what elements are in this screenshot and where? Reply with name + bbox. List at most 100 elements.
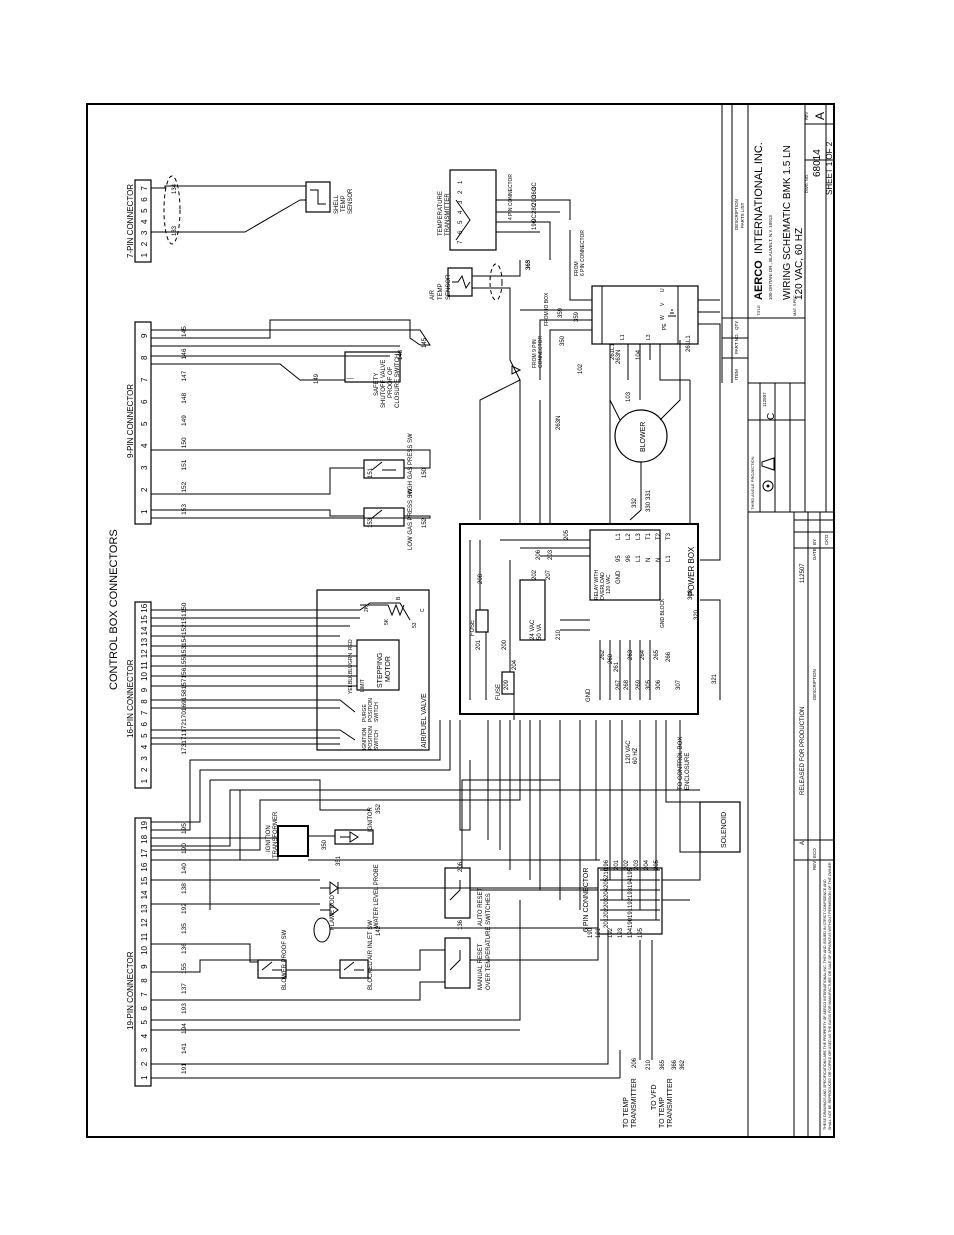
- misc-wire-1: 359: [558, 307, 564, 318]
- c9-pin-7: 7: [140, 377, 149, 382]
- connector-9-pin: [134, 321, 152, 525]
- power-box-term-5: T3: [666, 532, 672, 540]
- afv-terminal-5k: 5K: [384, 618, 390, 625]
- misc-wire-24: 210: [556, 629, 562, 640]
- misc-wire-42: 351: [336, 855, 342, 866]
- projection-symbol-cone: [761, 457, 775, 471]
- misc-wire-53: 196: [604, 859, 610, 870]
- connector-16-pin: [134, 601, 152, 789]
- misc-wire-26: 261: [614, 661, 620, 672]
- misc-wire-49: 192: [608, 927, 614, 938]
- power-box-term-6: 95: [616, 555, 622, 562]
- low-gas-terminal-153: 153: [368, 517, 374, 528]
- six-pin-left-193: 193: [628, 887, 634, 898]
- w16-wire-8: 155: [181, 656, 188, 667]
- vfd-l3: L3: [646, 334, 652, 340]
- misc-wire-10: 261L1: [686, 335, 692, 352]
- low-gas-press-switch: [363, 507, 405, 527]
- power-box-term-7: 96: [626, 555, 632, 562]
- transmitter-wire-5: 3C: [532, 182, 538, 190]
- misc-wire-31: 266: [666, 651, 672, 662]
- c7-pin-6: 6: [140, 197, 149, 202]
- fuse-lower: [501, 671, 515, 695]
- c19-pin-12: 12: [140, 918, 149, 927]
- dwg-no-label: DWG. NO.: [804, 174, 809, 193]
- afv-red: RED: [348, 639, 354, 650]
- safety-label-3: PROOF OF: [388, 366, 394, 398]
- blocked-air-label: BLOCKED AIR INLET SW: [368, 920, 374, 990]
- afv-terminal-b: B: [396, 596, 402, 600]
- rev-col-description: DESCRIPTION: [812, 669, 817, 700]
- afv-limit: LIMIT: [360, 679, 366, 692]
- transmitter-pin-4: 4: [458, 210, 464, 214]
- manual-reset-over-temp-switch: [444, 937, 471, 989]
- c16-pin-14: 14: [140, 626, 149, 635]
- c16-pin-3: 3: [140, 756, 149, 761]
- blower-proof-label: BLOWER PROOF SW: [282, 929, 288, 990]
- c9-pin-1: 1: [140, 509, 149, 514]
- purge-switch-label-3: SWITCH: [374, 702, 380, 722]
- six-pin-left-191: 191: [628, 907, 634, 918]
- vfd-l1: L1: [620, 334, 626, 340]
- vfd: [591, 285, 699, 345]
- safety-label-4: CLOSURE SWITCH: [395, 354, 401, 408]
- misc-wire-39: 320: [694, 609, 700, 620]
- afv-blu: BLU: [348, 664, 354, 674]
- misc-wire-50: 193: [618, 927, 624, 938]
- misc-wire-43: 352: [376, 803, 382, 814]
- c19-pin-9: 9: [140, 964, 149, 969]
- rev-label: REV: [804, 111, 809, 120]
- power-box-term-3: T1: [646, 532, 652, 540]
- c19-pin-5: 5: [140, 1019, 149, 1024]
- c19-pin-16: 16: [140, 862, 149, 871]
- c9-pin-5: 5: [140, 421, 149, 426]
- w19-wire-9: 138: [181, 883, 188, 894]
- blower-label: BLOWER: [640, 422, 647, 452]
- w19-wire-3: 193: [181, 1003, 188, 1014]
- c19-pin-14: 14: [140, 890, 149, 899]
- flame-rod-body: [313, 917, 331, 943]
- to-temp-transmitter-2a: TO TEMP: [659, 1097, 666, 1128]
- c19-pin-6: 6: [140, 1006, 149, 1011]
- c16-pin-4: 4: [140, 744, 149, 749]
- misc-wire-44: 142: [376, 925, 382, 936]
- cable-shield-air-temp: [489, 263, 503, 301]
- six-pin-connector: 6 PIN CONNECTOR: [583, 867, 663, 935]
- vfd-ground-symbol: [668, 309, 676, 317]
- misc-wire-7: 261L1: [610, 343, 616, 360]
- safety-terminal-145: 145: [422, 337, 428, 348]
- afv-blk: BLK: [348, 674, 354, 684]
- interconnect-wiring: [151, 360, 721, 971]
- ignition-transformer-label-1: IGNITION: [266, 825, 272, 852]
- nine-pin-wiring: │ SAFETY SHUTOFF VALVE PROOF OF CLOSURE …: [151, 319, 431, 550]
- nineteen-pin-wiring: IGNITION TRANSFORMER IGNITOR WATER LEVEL…: [151, 779, 620, 1079]
- to-control-box-2: ENCLOSURE: [685, 753, 691, 790]
- c7-pin-3: 3: [140, 230, 149, 235]
- c16-pin-1: 1: [140, 778, 149, 783]
- misc-wire-45: 136: [458, 919, 464, 930]
- misc-wire-41: 350: [322, 839, 328, 850]
- vfd-pe: PE: [662, 323, 668, 330]
- c9-pin-9: 9: [140, 333, 149, 338]
- afv-grn: GRN: [348, 653, 354, 665]
- control-box-connectors-title: CONTROL BOX CONNECTORS: [108, 529, 120, 690]
- afv-terminal-c: C: [420, 608, 426, 612]
- company-logo: AERCO: [753, 260, 765, 300]
- misc-wire-36: 306: [656, 679, 662, 690]
- stepping-motor-label-1: STEPPING: [377, 653, 384, 688]
- connector-9-title: 9-PIN CONNECTOR: [126, 384, 135, 458]
- from-6pin-2: 6 PIN CONNECTOR: [580, 230, 586, 276]
- transmitter-pin-5: 5: [458, 220, 464, 224]
- power-box-term-8: L1: [636, 555, 642, 562]
- c19-pin-4: 4: [140, 1033, 149, 1038]
- fuse-label-upper: FUSE: [470, 620, 476, 636]
- w19-wire-1: 141: [181, 1043, 188, 1054]
- misc-wire-46: 206: [458, 861, 464, 872]
- safety-label-1: SAFETY: [374, 373, 380, 396]
- six-pin-right-203: 203: [604, 897, 610, 908]
- power-box-term-0: L1: [616, 533, 622, 540]
- w9-wire-5: 148: [181, 393, 188, 404]
- parts-description-header: DESCRIPTION: [734, 199, 739, 230]
- over-temp-caption: OVER TEMPERATURE SWITCHES: [486, 893, 492, 990]
